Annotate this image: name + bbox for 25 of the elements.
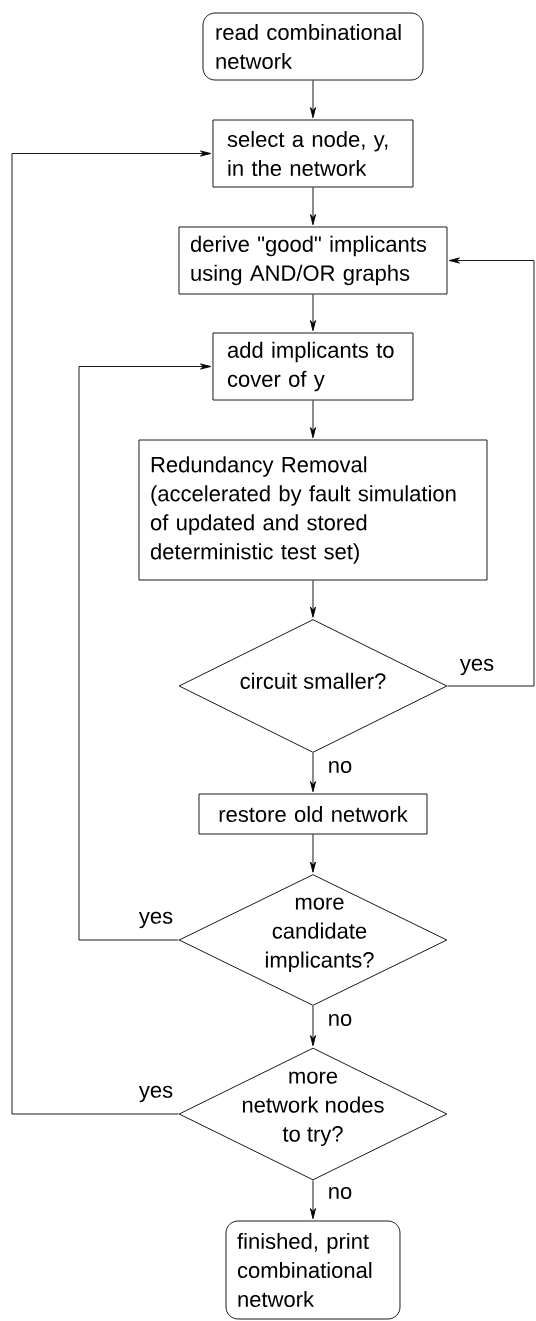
arrow	[310, 400, 316, 439]
edge-label: no	[326, 1185, 354, 1201]
arrow	[310, 752, 316, 793]
arrow	[78, 363, 212, 941]
process-box: Redundancy Removal (accelerated by fault simulation of updated and stored deterministic test set)	[138, 439, 488, 581]
arrow	[310, 1180, 316, 1220]
arrow	[310, 834, 316, 873]
arrow	[310, 294, 316, 332]
arrow	[11, 150, 212, 1115]
process-box: restore old network	[198, 793, 428, 835]
arrow	[447, 257, 535, 687]
process-box: derive "good" implicants using AND/OR graphs	[178, 226, 448, 295]
arrow	[310, 580, 316, 618]
terminal-box: read combinational network	[202, 12, 424, 81]
arrow	[310, 187, 316, 226]
arrow	[310, 80, 316, 119]
edge-label: yes	[137, 910, 175, 930]
process-box: select a node, y, in the network	[212, 119, 414, 188]
edge-label: yes	[458, 657, 496, 677]
edge-label: yes	[137, 1084, 175, 1104]
edge-label: no	[326, 1013, 354, 1028]
edge-label: no	[326, 760, 354, 775]
process-box: add implicants to cover of y	[212, 332, 414, 401]
terminal-box: finished, print combinational network	[225, 1220, 401, 1320]
arrow	[310, 1005, 316, 1047]
